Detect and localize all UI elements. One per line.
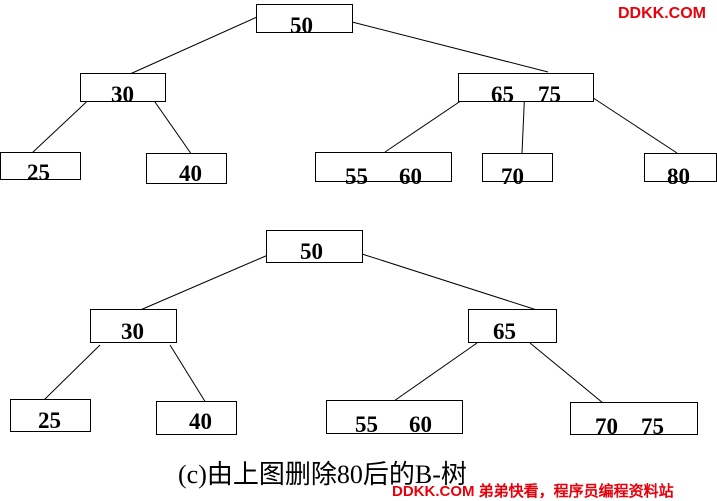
edge	[351, 21, 549, 73]
key: 65	[491, 82, 514, 107]
key: 55	[355, 412, 378, 437]
tree1-node-65-75: 65 75	[458, 73, 594, 106]
key: 60	[409, 412, 432, 437]
edge	[147, 91, 193, 156]
key: 30	[111, 82, 134, 107]
tree2-leaf-70-75: 70 75	[570, 402, 698, 439]
edge	[169, 344, 207, 404]
edge	[129, 16, 258, 75]
tree1-leaf-40: 40	[146, 153, 227, 186]
key: 40	[189, 409, 212, 434]
key: 55	[345, 164, 368, 189]
key: 25	[27, 160, 50, 185]
edge	[31, 91, 98, 154]
key: 50	[300, 239, 323, 264]
tree2-leaf-55-60: 55 60	[326, 400, 463, 437]
key: 80	[667, 164, 690, 189]
tree2-leaf-40: 40	[156, 401, 237, 435]
tree2-node-65: 65	[468, 309, 557, 343]
key: 60	[399, 164, 422, 189]
edge	[529, 342, 604, 404]
tree2-root-node: 50	[266, 230, 363, 263]
tree1-leaf-25: 25	[0, 152, 81, 184]
tree2-leaf-25: 25	[10, 399, 91, 432]
key: 40	[179, 161, 202, 186]
tree1-leaf-70: 70	[482, 153, 553, 188]
edge	[577, 87, 678, 154]
key: 30	[121, 319, 144, 344]
key: 75	[641, 414, 664, 439]
tree1-node-30: 30	[80, 73, 166, 106]
tree1-leaf-80: 80	[644, 153, 717, 188]
tree1-leaf-55-60: 55 60	[315, 152, 452, 188]
key: 50	[290, 13, 313, 38]
key: 65	[493, 319, 516, 344]
watermark-top: DDKK.COM	[618, 5, 706, 22]
edge	[137, 254, 269, 312]
edge	[43, 344, 101, 401]
edge	[361, 253, 541, 312]
tree1-root-node: 50	[256, 4, 353, 37]
key: 70	[501, 164, 524, 189]
key: 25	[38, 408, 61, 433]
figure-caption: (c)由上图删除80后的B-树	[178, 460, 467, 489]
watermark-bottom: DDKK.COM 弟弟快看，程序员编程资料站	[392, 483, 674, 500]
edge	[393, 342, 478, 402]
tree2-node-30: 30	[90, 309, 177, 343]
key: 70	[595, 414, 618, 439]
key: 75	[538, 82, 561, 107]
edge	[384, 91, 475, 153]
